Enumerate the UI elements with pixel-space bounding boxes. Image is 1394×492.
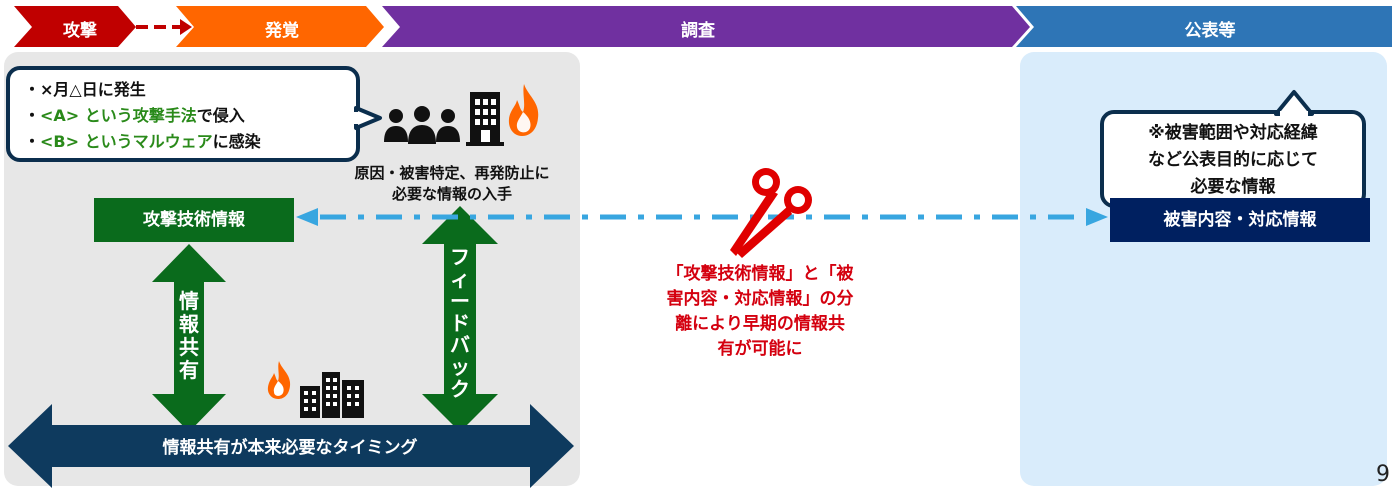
- phase-publication-chevron: [1016, 6, 1392, 47]
- people-icon: [384, 106, 460, 144]
- incident-summary-callout: ・×月△日に発生 ・<A> という攻撃手法で侵入 ・<B> というマルウェアに感…: [6, 66, 360, 162]
- phase-band: [14, 6, 1392, 47]
- summary-line-1: ・×月△日に発生: [24, 80, 146, 99]
- separation-benefit-note: 「攻撃技術情報」と「被 害内容・対応情報」の分 離により早期の情報共 有が可能に: [666, 264, 854, 359]
- page-number: 9: [1376, 462, 1390, 487]
- summary-line-3: ・<B> というマルウェアに感染: [24, 132, 261, 151]
- investigation-purpose-caption: 原因・被害特定、再発防止に 必要な情報の入手: [354, 164, 550, 203]
- dash-dot-double-arrow: [296, 208, 1108, 226]
- timing-label: 情報共有が本来必要なタイミング: [162, 438, 418, 458]
- small-fire-icon: [267, 361, 291, 399]
- building-icon: [466, 92, 504, 146]
- feedback-vertical-arrow: [422, 206, 498, 432]
- dashed-arrow-head: [180, 19, 192, 35]
- info-share-vertical-label: 情 報 共 有: [179, 289, 199, 382]
- scissors-icon: [730, 168, 812, 258]
- phase-discovery-label: 発覚: [265, 21, 299, 41]
- timing-double-arrow: [8, 404, 574, 488]
- feedback-vertical-label: フ ィ ー ド バ ッ ク: [450, 245, 470, 401]
- buildings-icon: [300, 372, 364, 418]
- phase-discovery-chevron: [176, 6, 384, 47]
- phase-attack-label: 攻撃: [63, 21, 97, 41]
- info-share-vertical-arrow: [152, 244, 226, 432]
- fire-icon: [508, 84, 539, 136]
- summary-line-2: ・<A> という攻撃手法で侵入: [24, 106, 245, 125]
- attack-technique-info-label: 攻撃技術情報: [94, 198, 294, 242]
- phase-investigation-chevron: [382, 6, 1030, 47]
- damage-response-info-label: 被害内容・対応情報: [1110, 198, 1370, 242]
- publication-note-callout: ※被害範囲や対応経緯 など公表目的に応じて 必要な情報: [1100, 110, 1366, 208]
- callout-up-pointer: [1274, 90, 1314, 116]
- phase-attack-chevron: [14, 6, 136, 47]
- callout-pointer: [354, 106, 382, 130]
- phase-publication-label: 公表等: [1184, 21, 1236, 41]
- phase-investigation-label: 調査: [681, 21, 715, 41]
